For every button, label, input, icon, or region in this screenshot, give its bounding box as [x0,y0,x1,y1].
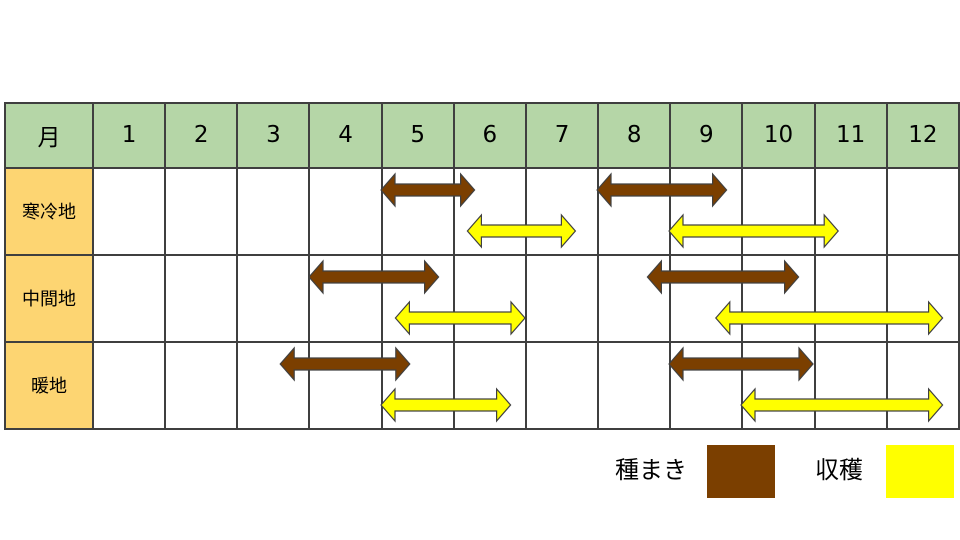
grid-cell [164,253,239,343]
grid-cell [597,166,672,256]
month-12: 12 [885,102,960,169]
grid-cell [813,340,888,431]
month-1: 1 [91,102,167,169]
grid-cell [91,253,167,343]
grid-cell [452,253,527,343]
legend-harvest-swatch [886,445,954,498]
grid-cell [380,253,455,343]
grid-cell [380,340,455,431]
grid-cell [452,340,527,431]
month-3: 3 [236,102,311,169]
month-4: 4 [308,102,383,169]
month-7: 7 [524,102,600,169]
zone-label-warm: 暖地 [4,340,94,431]
zone-row-temperate: 中間地 [4,253,960,343]
grid-cell [741,166,816,256]
grid-cell [524,253,600,343]
grid-cell [741,253,816,343]
grid-cell [669,253,744,343]
grid-cell [308,340,383,431]
grid-cell [813,166,888,256]
month-11: 11 [813,102,888,169]
grid-cell [91,166,167,256]
month-6: 6 [452,102,527,169]
month-2: 2 [164,102,239,169]
grid-cell [885,340,960,431]
legend-harvest-label: 収穫 [815,456,863,484]
grid-cell [813,253,888,343]
month-header-row: 月 1 2 3 4 5 6 7 8 9 10 11 12 [4,102,960,169]
zone-row-cold: 寒冷地 [4,166,960,256]
zone-label-cold: 寒冷地 [4,166,94,256]
grid-cell [308,253,383,343]
cultivation-calendar-table: 月 1 2 3 4 5 6 7 8 9 10 11 12 寒冷地 中間地 暖地 [4,102,960,431]
grid-cell [524,166,600,256]
grid-cell [669,166,744,256]
grid-cell [741,340,816,431]
grid-cell [452,166,527,256]
grid-cell [91,340,167,431]
month-8: 8 [597,102,672,169]
grid-cell [236,340,311,431]
month-5: 5 [380,102,455,169]
grid-cell [164,340,239,431]
grid-cell [885,166,960,256]
legend-sowing-swatch [707,445,775,498]
legend-sowing-label: 種まき [615,456,687,484]
month-10: 10 [741,102,816,169]
month-9: 9 [669,102,744,169]
grid-cell [597,340,672,431]
grid-cell [236,166,311,256]
grid-cell [524,340,600,431]
grid-cell [669,340,744,431]
grid-cell [885,253,960,343]
zone-label-temperate: 中間地 [4,253,94,343]
month-header-label: 月 [4,102,94,169]
grid-cell [597,253,672,343]
zone-row-warm: 暖地 [4,340,960,431]
grid-cell [308,166,383,256]
grid-cell [236,253,311,343]
grid-cell [164,166,239,256]
grid-cell [380,166,455,256]
